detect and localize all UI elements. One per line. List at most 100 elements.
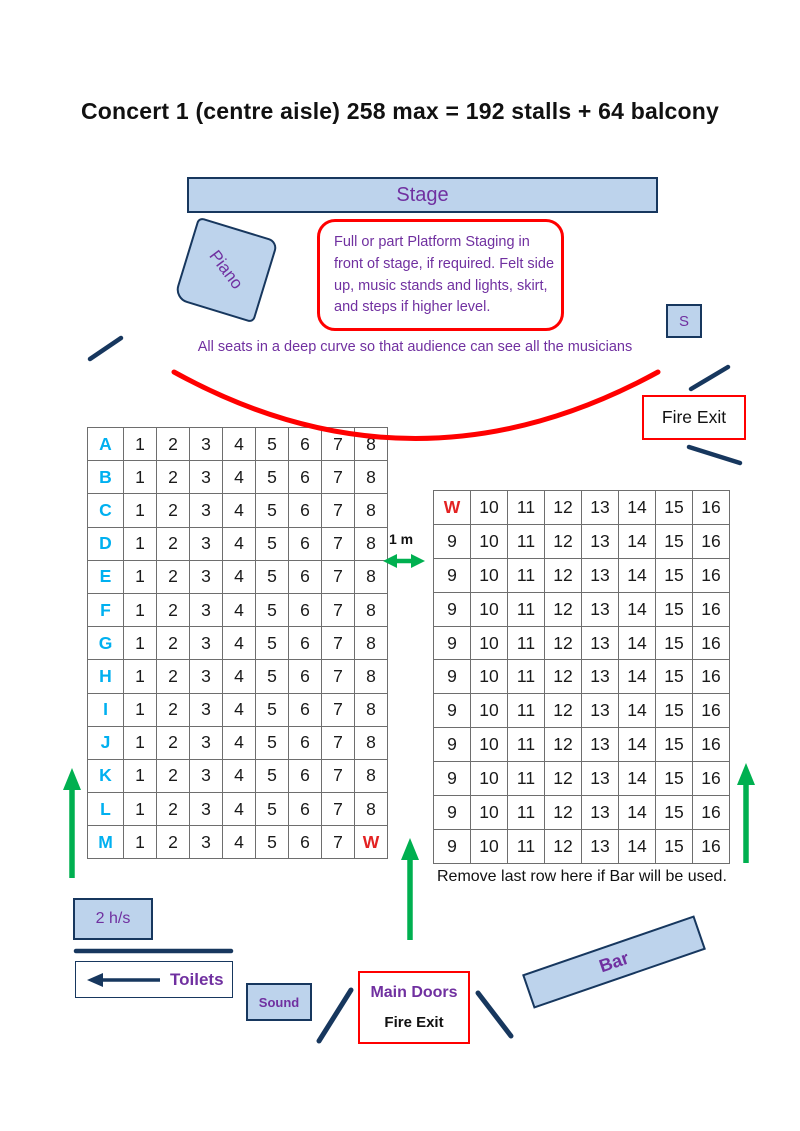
seat-cell: 5 [255, 692, 289, 727]
fire-exit-side-box: Fire Exit [642, 395, 746, 440]
seat-cell: 4 [222, 460, 256, 495]
green-arrow-left [63, 768, 81, 878]
seat-cell: 7 [321, 460, 355, 495]
seat-cell: 8 [354, 526, 388, 561]
seat-cell: 8 [354, 659, 388, 694]
seat-cell: 16 [692, 557, 730, 593]
bar-label: Bar [596, 947, 632, 976]
seat-cell: 3 [189, 559, 223, 594]
seat-cell: 15 [655, 659, 693, 695]
seat-cell: 2 [156, 559, 190, 594]
seat-cell: 11 [507, 727, 545, 763]
seat-cell: 14 [618, 795, 656, 830]
seat-cell: 15 [655, 523, 693, 559]
row-letter: H [87, 659, 124, 694]
seat-cell: 8 [354, 692, 388, 727]
seat-cell: 16 [692, 591, 730, 627]
seat-cell: 14 [618, 727, 656, 763]
seat-cell: 7 [321, 626, 355, 661]
seat-cell: 8 [354, 626, 388, 661]
seat-cell: 8 [354, 426, 388, 462]
seat-cell: 1 [123, 493, 157, 528]
seat-cell: 16 [692, 795, 730, 830]
seat-cell: 12 [544, 761, 582, 797]
seat-cell: 12 [544, 490, 582, 525]
seat-cell: 10 [470, 557, 508, 593]
seat-cell: 13 [581, 625, 619, 661]
seat-cell: 1 [123, 592, 157, 628]
seat-cell: 11 [507, 828, 545, 864]
door-segment-left-of-main-doors [316, 987, 354, 1044]
seat-cell: 13 [581, 828, 619, 864]
seat-cell: 3 [189, 725, 223, 760]
seat-cell: 5 [255, 792, 289, 827]
seat-cell: 10 [470, 761, 508, 797]
seat-cell: 13 [581, 591, 619, 627]
seat-cell: 4 [222, 758, 256, 794]
seat-cell: 2 [156, 592, 190, 628]
seat-cell: 8 [354, 460, 388, 495]
seat-cell: 10 [470, 625, 508, 661]
seat-cell: 12 [544, 659, 582, 695]
seat-cell: 6 [288, 493, 322, 528]
seat-cell: 6 [288, 792, 322, 827]
seat-cell: 6 [288, 725, 322, 760]
seat-cell: 7 [321, 758, 355, 794]
aisle-width-arrow [383, 554, 425, 568]
seat-cell: 9 [433, 727, 471, 763]
green-arrow-centre [401, 838, 419, 940]
seat-cell: 10 [470, 490, 508, 525]
seat-cell: 3 [189, 526, 223, 561]
seat-cell: 7 [321, 792, 355, 827]
seat-cell: 14 [618, 761, 656, 797]
seat-cell: 3 [189, 493, 223, 528]
seat-cell: 11 [507, 557, 545, 593]
seat-cell: 12 [544, 625, 582, 661]
seat-cell: 3 [189, 825, 223, 860]
seat-cell: 13 [581, 761, 619, 797]
seat-cell: 10 [470, 659, 508, 695]
seat-cell: W [354, 825, 388, 860]
seat-cell: 14 [618, 557, 656, 593]
seat-cell: 11 [507, 795, 545, 830]
seat-cell: 1 [123, 692, 157, 727]
seat-cell: 12 [544, 795, 582, 830]
seat-cell: 12 [544, 828, 582, 864]
seat-cell: 6 [288, 659, 322, 694]
seat-cell: 1 [123, 825, 157, 860]
seat-cell: 11 [507, 523, 545, 559]
seat-cell: 6 [288, 592, 322, 628]
seat-cell: 5 [255, 626, 289, 661]
seat-cell: 6 [288, 692, 322, 727]
seat-cell: 8 [354, 592, 388, 628]
seat-cell: 5 [255, 559, 289, 594]
main-doors-box: Main Doors Fire Exit [358, 971, 470, 1044]
seat-cell: 13 [581, 490, 619, 525]
seat-cell: 3 [189, 626, 223, 661]
toilets-arrow-left-icon [87, 972, 160, 987]
seat-cell: 11 [507, 693, 545, 729]
seat-cell: 13 [581, 557, 619, 593]
row-letter: D [87, 526, 124, 561]
sound-desk-label: Sound [258, 994, 300, 1010]
seat-cell: 3 [189, 460, 223, 495]
seat-cell: 11 [507, 625, 545, 661]
sound-desk-box: Sound [246, 983, 312, 1021]
bar-box: Bar [522, 915, 706, 1009]
seat-cell: 12 [544, 557, 582, 593]
seat-cell: 5 [255, 493, 289, 528]
seat-cell: 6 [288, 559, 322, 594]
row-letter: M [87, 825, 124, 860]
speaker-box: S [666, 304, 702, 338]
seat-cell: 5 [255, 825, 289, 860]
